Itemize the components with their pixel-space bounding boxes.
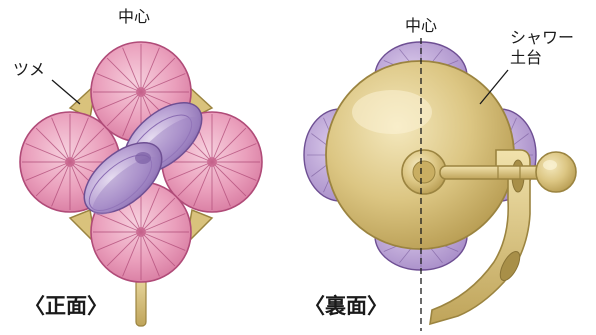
back-plate-knob-inner xyxy=(413,161,435,183)
back-center-label: 中心 xyxy=(405,18,437,34)
back-view xyxy=(304,38,576,331)
screw-ball xyxy=(536,152,576,192)
shower-base-highlight xyxy=(352,90,432,134)
shower-base-label-line1: シャワー xyxy=(510,30,574,46)
front-center-label: 中心 xyxy=(118,9,150,25)
screw-rod xyxy=(440,166,548,179)
claw-leader-line xyxy=(52,80,80,104)
front-caption: 〈正面〉 xyxy=(24,296,108,317)
back-caption: 〈裏面〉 xyxy=(304,296,388,317)
front-view xyxy=(20,42,262,326)
claw-label: ツメ xyxy=(13,62,45,78)
screw-ball-highlight xyxy=(543,160,557,170)
shower-base-label-line2: 土台 xyxy=(510,50,542,66)
bead-center-hole xyxy=(135,152,151,164)
